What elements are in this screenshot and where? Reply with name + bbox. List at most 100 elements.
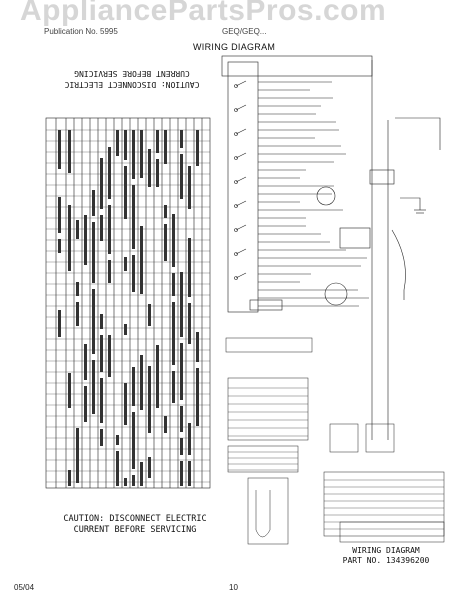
drive-motor-symbol [324, 282, 348, 306]
switch-terminal [234, 276, 238, 280]
chart-bar [108, 147, 111, 199]
chart-bar [58, 130, 61, 169]
chart-bar [100, 158, 103, 209]
chart-bar [124, 257, 127, 271]
chart-bar [124, 478, 127, 486]
chart-bar [68, 470, 71, 486]
page-title: WIRING DIAGRAM [193, 42, 276, 52]
cord-curve [391, 229, 406, 300]
chart-bar [196, 368, 199, 426]
note-box [225, 337, 313, 353]
chart-bar [196, 332, 199, 362]
switch-terminal [234, 228, 238, 232]
chart-bar [58, 197, 61, 233]
chart-bar [180, 343, 183, 400]
chart-bar [92, 360, 95, 414]
switch-contact [235, 104, 247, 111]
chart-bar [164, 224, 167, 261]
chart-bar [68, 130, 71, 173]
switch-contact [235, 224, 247, 231]
timer-chart [45, 117, 211, 489]
chart-bar [180, 272, 183, 337]
switch-contact [235, 128, 247, 135]
chart-bar [124, 166, 127, 219]
timer-chart-rows [46, 129, 210, 483]
switch-contact [235, 200, 247, 207]
caution-bottom-line-1: CAUTION: DISCONNECT ELECTRIC [63, 514, 207, 524]
lower-tables [225, 337, 445, 545]
chart-bar [76, 282, 79, 296]
watermark: AppliancePartsPros.com [20, 0, 387, 27]
cycle-table [227, 445, 299, 473]
chart-bar [156, 130, 159, 153]
schematic [221, 55, 395, 440]
chart-bar [172, 371, 175, 403]
chart-bar [164, 205, 167, 218]
timer-chart-border [45, 117, 211, 489]
chart-bar [76, 220, 79, 239]
chart-bar [188, 238, 191, 297]
temperature-selector-table [227, 377, 309, 441]
chart-bar [172, 214, 175, 267]
chart-bar [100, 378, 103, 423]
chart-bar [148, 366, 151, 433]
chart-bar [116, 130, 119, 156]
chart-bar [132, 475, 135, 486]
power-cord [391, 117, 441, 300]
chart-bar [140, 462, 143, 486]
small-table [339, 521, 445, 543]
chart-bar [124, 383, 127, 425]
chart-bar [116, 435, 119, 445]
chart-bar [188, 461, 191, 486]
chart-bar [108, 205, 111, 254]
switch-terminal [234, 132, 238, 136]
chart-bar [188, 423, 191, 455]
chart-bar [172, 302, 175, 365]
schematic-top-box [221, 55, 373, 77]
switch-terminal [234, 204, 238, 208]
chart-bar [180, 130, 183, 148]
switch-terminal [234, 180, 238, 184]
lower-table-rows [228, 387, 444, 530]
chart-bar [68, 205, 71, 271]
chart-bar [58, 239, 61, 253]
timer-chart-bars [58, 130, 199, 486]
wiring-diagram-caption: WIRING DIAGRAM [352, 546, 420, 555]
switch-terminal [234, 252, 238, 256]
legend-table [323, 471, 445, 537]
caution-bottom: CAUTION: DISCONNECT ELECTRIC CURRENT BEF… [60, 514, 210, 536]
chart-bar [132, 185, 135, 249]
switch-contact [235, 152, 247, 159]
publication-number: Publication No. 5995 [44, 27, 118, 36]
switch-contact [235, 272, 247, 279]
chart-bar [180, 406, 183, 432]
connector-detail [247, 477, 289, 545]
caution-bottom-line-2: CURRENT BEFORE SERVICING [73, 525, 197, 535]
timer-block [227, 61, 259, 313]
chart-bar [148, 304, 151, 326]
chart-bar [164, 130, 167, 164]
chart-bar [148, 149, 151, 187]
chart-bar [76, 428, 79, 483]
chart-bar [76, 302, 79, 326]
rear-switch-box [329, 423, 359, 453]
motor-symbol [316, 186, 336, 206]
switch-contact [235, 248, 247, 255]
chart-bar [188, 166, 191, 209]
schematic-components [234, 80, 247, 280]
chart-bar [100, 215, 103, 241]
chart-bar [140, 226, 143, 294]
switch-contact [235, 176, 247, 183]
chart-bar [108, 260, 111, 283]
ground-lead [400, 197, 421, 210]
chart-bar [156, 159, 159, 187]
supply-line [395, 117, 441, 150]
chart-bar [92, 222, 95, 283]
heater-block [369, 169, 395, 185]
switch-terminal [234, 108, 238, 112]
chart-bar [100, 335, 103, 372]
chart-bar [188, 303, 191, 344]
chart-bar [124, 130, 127, 160]
schematic-wires [258, 81, 369, 307]
